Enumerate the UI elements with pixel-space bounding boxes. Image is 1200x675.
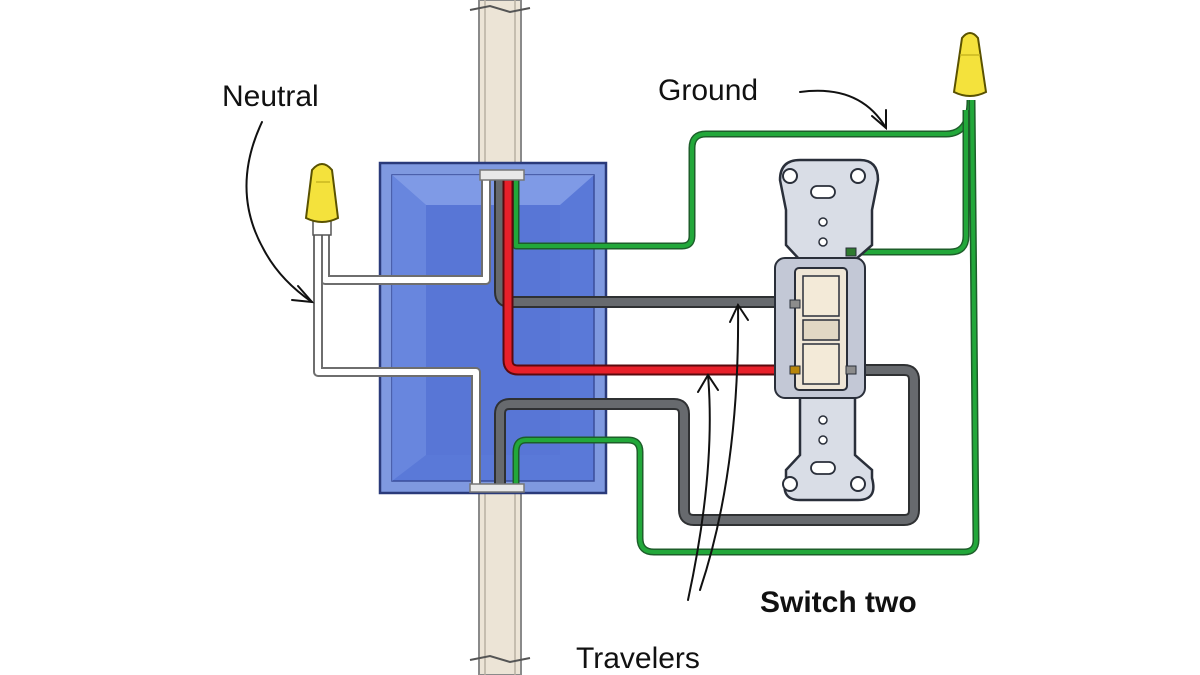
ground-pointer-arrow — [799, 89, 887, 131]
travelers-label: Travelers — [576, 642, 700, 675]
ground-label: Ground — [658, 74, 758, 107]
neutral-wires — [313, 178, 491, 488]
ground-wire-nut — [952, 32, 988, 97]
cable-entry-top — [479, 169, 525, 181]
ground-wires — [512, 99, 980, 556]
neutral-wire-nut — [304, 163, 340, 236]
travelers-pointer-arrow-upper — [699, 302, 749, 591]
cable-entry-bottom — [469, 483, 525, 493]
switch-two-label: Switch two — [760, 586, 917, 619]
neutral-pointer-arrow — [245, 121, 315, 304]
neutral-label: Neutral — [222, 80, 319, 113]
three-way-switch — [774, 158, 880, 502]
common-hot-wire — [502, 178, 790, 376]
travelers-pointer-arrow-lower — [687, 373, 719, 601]
